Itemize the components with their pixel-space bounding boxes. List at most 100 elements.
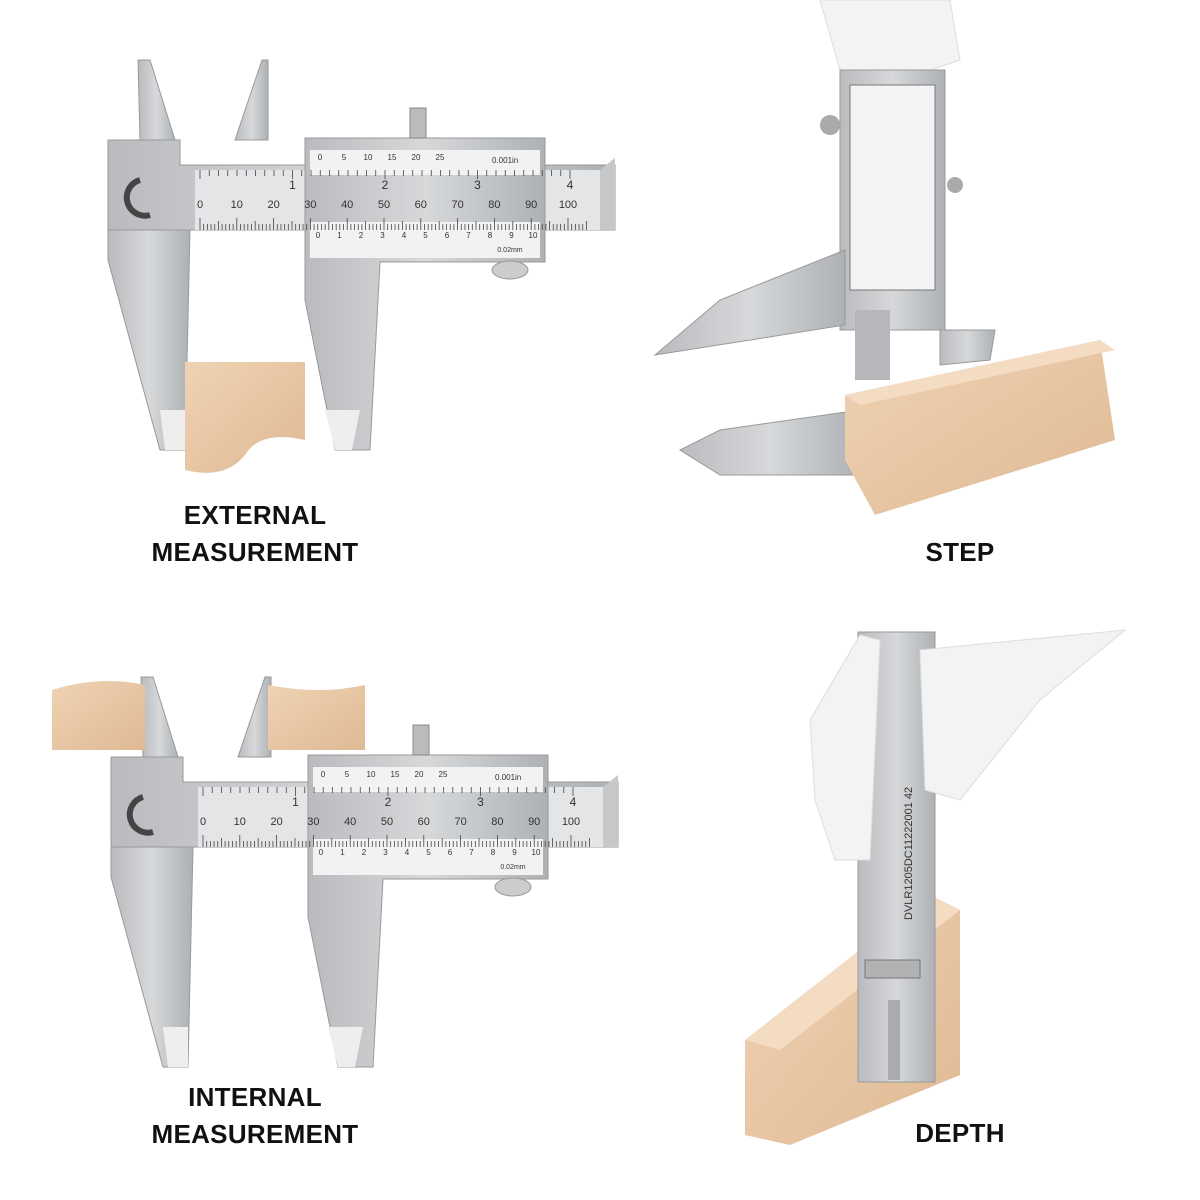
vernier-mm-label: 5 (426, 848, 431, 857)
vernier-inch-label: 15 (388, 153, 397, 162)
step-gauge-illustration (653, 0, 1115, 515)
slider-jaw (304, 137, 546, 451)
brand-logo-icon (123, 177, 151, 219)
upper-jaw (653, 249, 846, 356)
main-mm-label: 0 (197, 199, 203, 211)
vernier-mm-label: 9 (512, 848, 517, 857)
main-mm-label: 90 (528, 816, 540, 828)
main-mm-label: 70 (454, 816, 466, 828)
depth-rod (855, 310, 890, 380)
mm-resolution: 0.02mm (497, 247, 522, 254)
main-mm-label: 40 (341, 199, 353, 211)
main-mm-label: 10 (234, 816, 246, 828)
vernier-mm-label: 7 (469, 848, 474, 857)
vernier-mm-label: 6 (448, 848, 453, 857)
vernier-mm-label: 10 (529, 231, 538, 240)
vernier-mm-label: 8 (491, 848, 496, 857)
step-tip (939, 329, 996, 366)
main-mm-label: 40 (344, 816, 356, 828)
brand-logo-icon (126, 794, 154, 836)
main-inch-label: 2 (385, 795, 392, 809)
lower-jaw (678, 409, 861, 476)
vernier-mm-label: 3 (383, 848, 388, 857)
vernier-mm-label: 0 (319, 848, 324, 857)
wood-piece-left (52, 681, 145, 750)
main-inch-label: 1 (289, 178, 296, 192)
main-mm-label: 30 (304, 199, 316, 211)
wood-piece-right (268, 685, 365, 750)
vernier-inch-label: 5 (345, 770, 350, 779)
caption-line: INTERNAL (188, 1082, 322, 1112)
glove-hand (819, 0, 961, 81)
vernier-mm-label: 0 (316, 231, 321, 240)
main-inch-label: 4 (567, 178, 574, 192)
vernier-mm-label: 3 (380, 231, 385, 240)
main-mm-label: 70 (451, 199, 463, 211)
main-mm-label: 30 (307, 816, 319, 828)
jaw-tip (163, 1027, 188, 1067)
caption-line: MEASUREMENT (151, 1119, 359, 1149)
jaw-tip (325, 410, 360, 450)
mm-resolution: 0.02mm (500, 864, 525, 871)
thumb-screw (409, 107, 427, 139)
main-inch-label: 1 (292, 795, 299, 809)
vernier-mm-label: 2 (359, 231, 364, 240)
main-mm-label: 80 (491, 816, 503, 828)
vernier-mm-label: 6 (445, 231, 450, 240)
glove-thumb (809, 634, 881, 861)
vernier-mm-label: 10 (532, 848, 541, 857)
engraving: DVLR1205DC11222001 42 (903, 787, 915, 920)
vernier-inch-label: 0 (318, 153, 323, 162)
vernier-mm-label: 9 (509, 231, 514, 240)
main-mm-label: 0 (200, 816, 206, 828)
main-inch-label: 3 (474, 178, 481, 192)
beam-end (600, 158, 615, 230)
vernier-inch-label: 10 (364, 153, 373, 162)
main-mm-label: 20 (267, 199, 279, 211)
main-inch-label: 3 (477, 795, 484, 809)
vernier-mm-label: 4 (402, 231, 407, 240)
main-inch-label: 4 (570, 795, 577, 809)
caption-external: EXTERNAL MEASUREMENT (105, 497, 405, 571)
vernier-mm-label: 5 (423, 231, 428, 240)
vernier-inch-label: 20 (412, 153, 421, 162)
inside-jaw-fixed (140, 676, 179, 758)
main-mm-label: 20 (270, 816, 282, 828)
lock-screw (820, 115, 840, 135)
beam-end (603, 775, 618, 847)
vernier-mm-label: 2 (362, 848, 367, 857)
main-mm-label: 90 (525, 199, 537, 211)
main-mm-label: 100 (562, 816, 580, 828)
wood-piece (185, 362, 305, 473)
vernier-inch-label: 20 (415, 770, 424, 779)
jaw-tip (328, 1027, 363, 1067)
vernier-mm-label: 8 (488, 231, 493, 240)
main-inch-label: 2 (382, 178, 389, 192)
inside-jaw-fixed (137, 59, 176, 141)
thread-table-plate (849, 84, 936, 291)
vernier-mm-label: 1 (337, 231, 342, 240)
vernier-inch-label: 10 (367, 770, 376, 779)
depth-rod (888, 1000, 900, 1080)
vernier-inch-label: 5 (342, 153, 347, 162)
caption-line: MEASUREMENT (151, 537, 359, 567)
main-mm-label: 50 (378, 199, 390, 211)
inch-resolution: 0.001in (492, 156, 518, 165)
vernier-inch-label: 15 (391, 770, 400, 779)
main-mm-label: 10 (231, 199, 243, 211)
thumb-screw (412, 724, 430, 756)
caption-internal: INTERNAL MEASUREMENT (105, 1079, 405, 1153)
vernier-inch-label: 0 (321, 770, 326, 779)
main-mm-label: 60 (418, 816, 430, 828)
inside-jaw-sliding (234, 59, 269, 141)
caption-depth: DEPTH (915, 1118, 1005, 1148)
thumb-roller (491, 260, 529, 280)
vernier-inch-label: 25 (439, 770, 448, 779)
thumb-roller (494, 877, 532, 897)
depth-gauge-illustration: DVLR1205DC11222001 42 (745, 629, 1127, 1145)
depth-clamp (864, 959, 921, 979)
inch-resolution: 0.001in (495, 773, 521, 782)
